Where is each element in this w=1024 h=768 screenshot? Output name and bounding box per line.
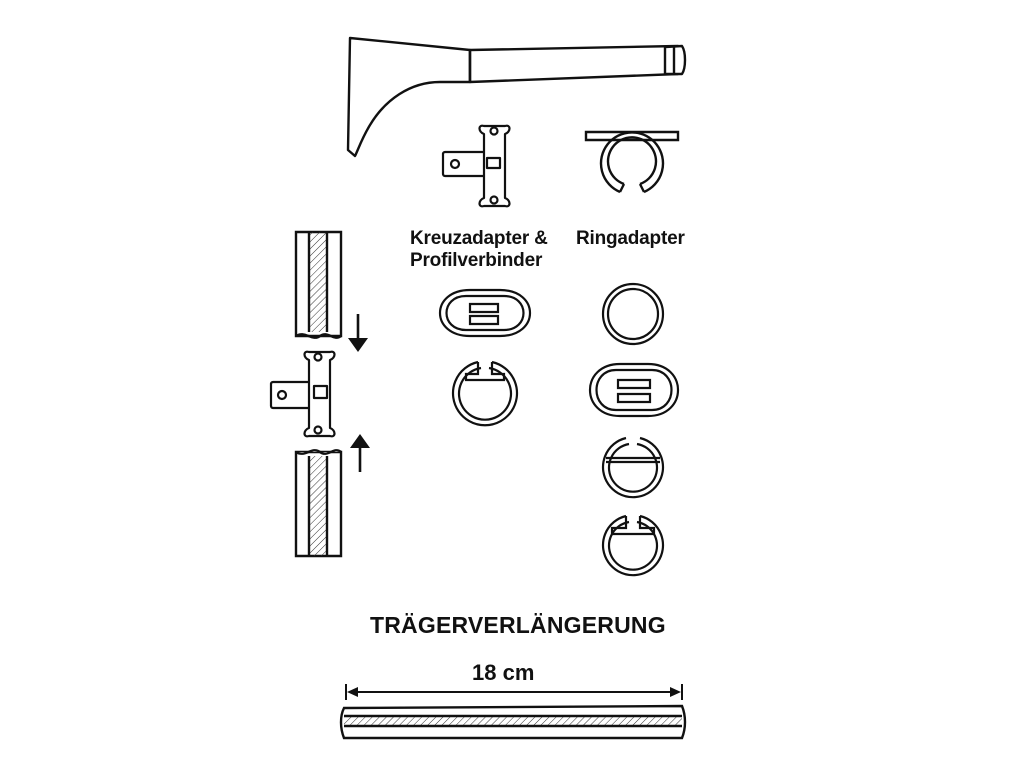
extension-title: TRÄGERVERLÄNGERUNG — [370, 612, 666, 638]
profile-single-channel-icon — [453, 362, 517, 425]
profile-double-channel-icon — [440, 290, 530, 336]
profile-c-channel-icon — [603, 516, 663, 575]
extension-bar-icon — [341, 706, 685, 738]
cross-adapter-label-line2: Profilverbinder — [410, 249, 543, 271]
profile-split-round-icon — [603, 438, 663, 497]
connector-icon — [271, 352, 335, 437]
ring-adapter-label: Ringadapter — [576, 228, 685, 249]
upper-rail-icon — [296, 232, 341, 338]
dimension-line-icon — [346, 684, 682, 700]
profile-round-icon — [603, 284, 663, 344]
cross-adapter-label: Kreuzadapter & Profilverbinder — [410, 228, 548, 272]
arrow-up-icon — [350, 434, 370, 472]
cross-adapter-label-line1: Kreuzadapter & — [410, 228, 548, 249]
ring-adapter-icon — [586, 132, 678, 192]
cross-adapter-icon — [443, 126, 510, 207]
dimension-label: 18 cm — [472, 660, 535, 685]
lower-rail-icon — [296, 450, 341, 556]
profile-double-channel-icon-2 — [590, 364, 678, 416]
arrow-down-icon — [348, 314, 368, 352]
wall-bracket-icon — [348, 38, 685, 156]
